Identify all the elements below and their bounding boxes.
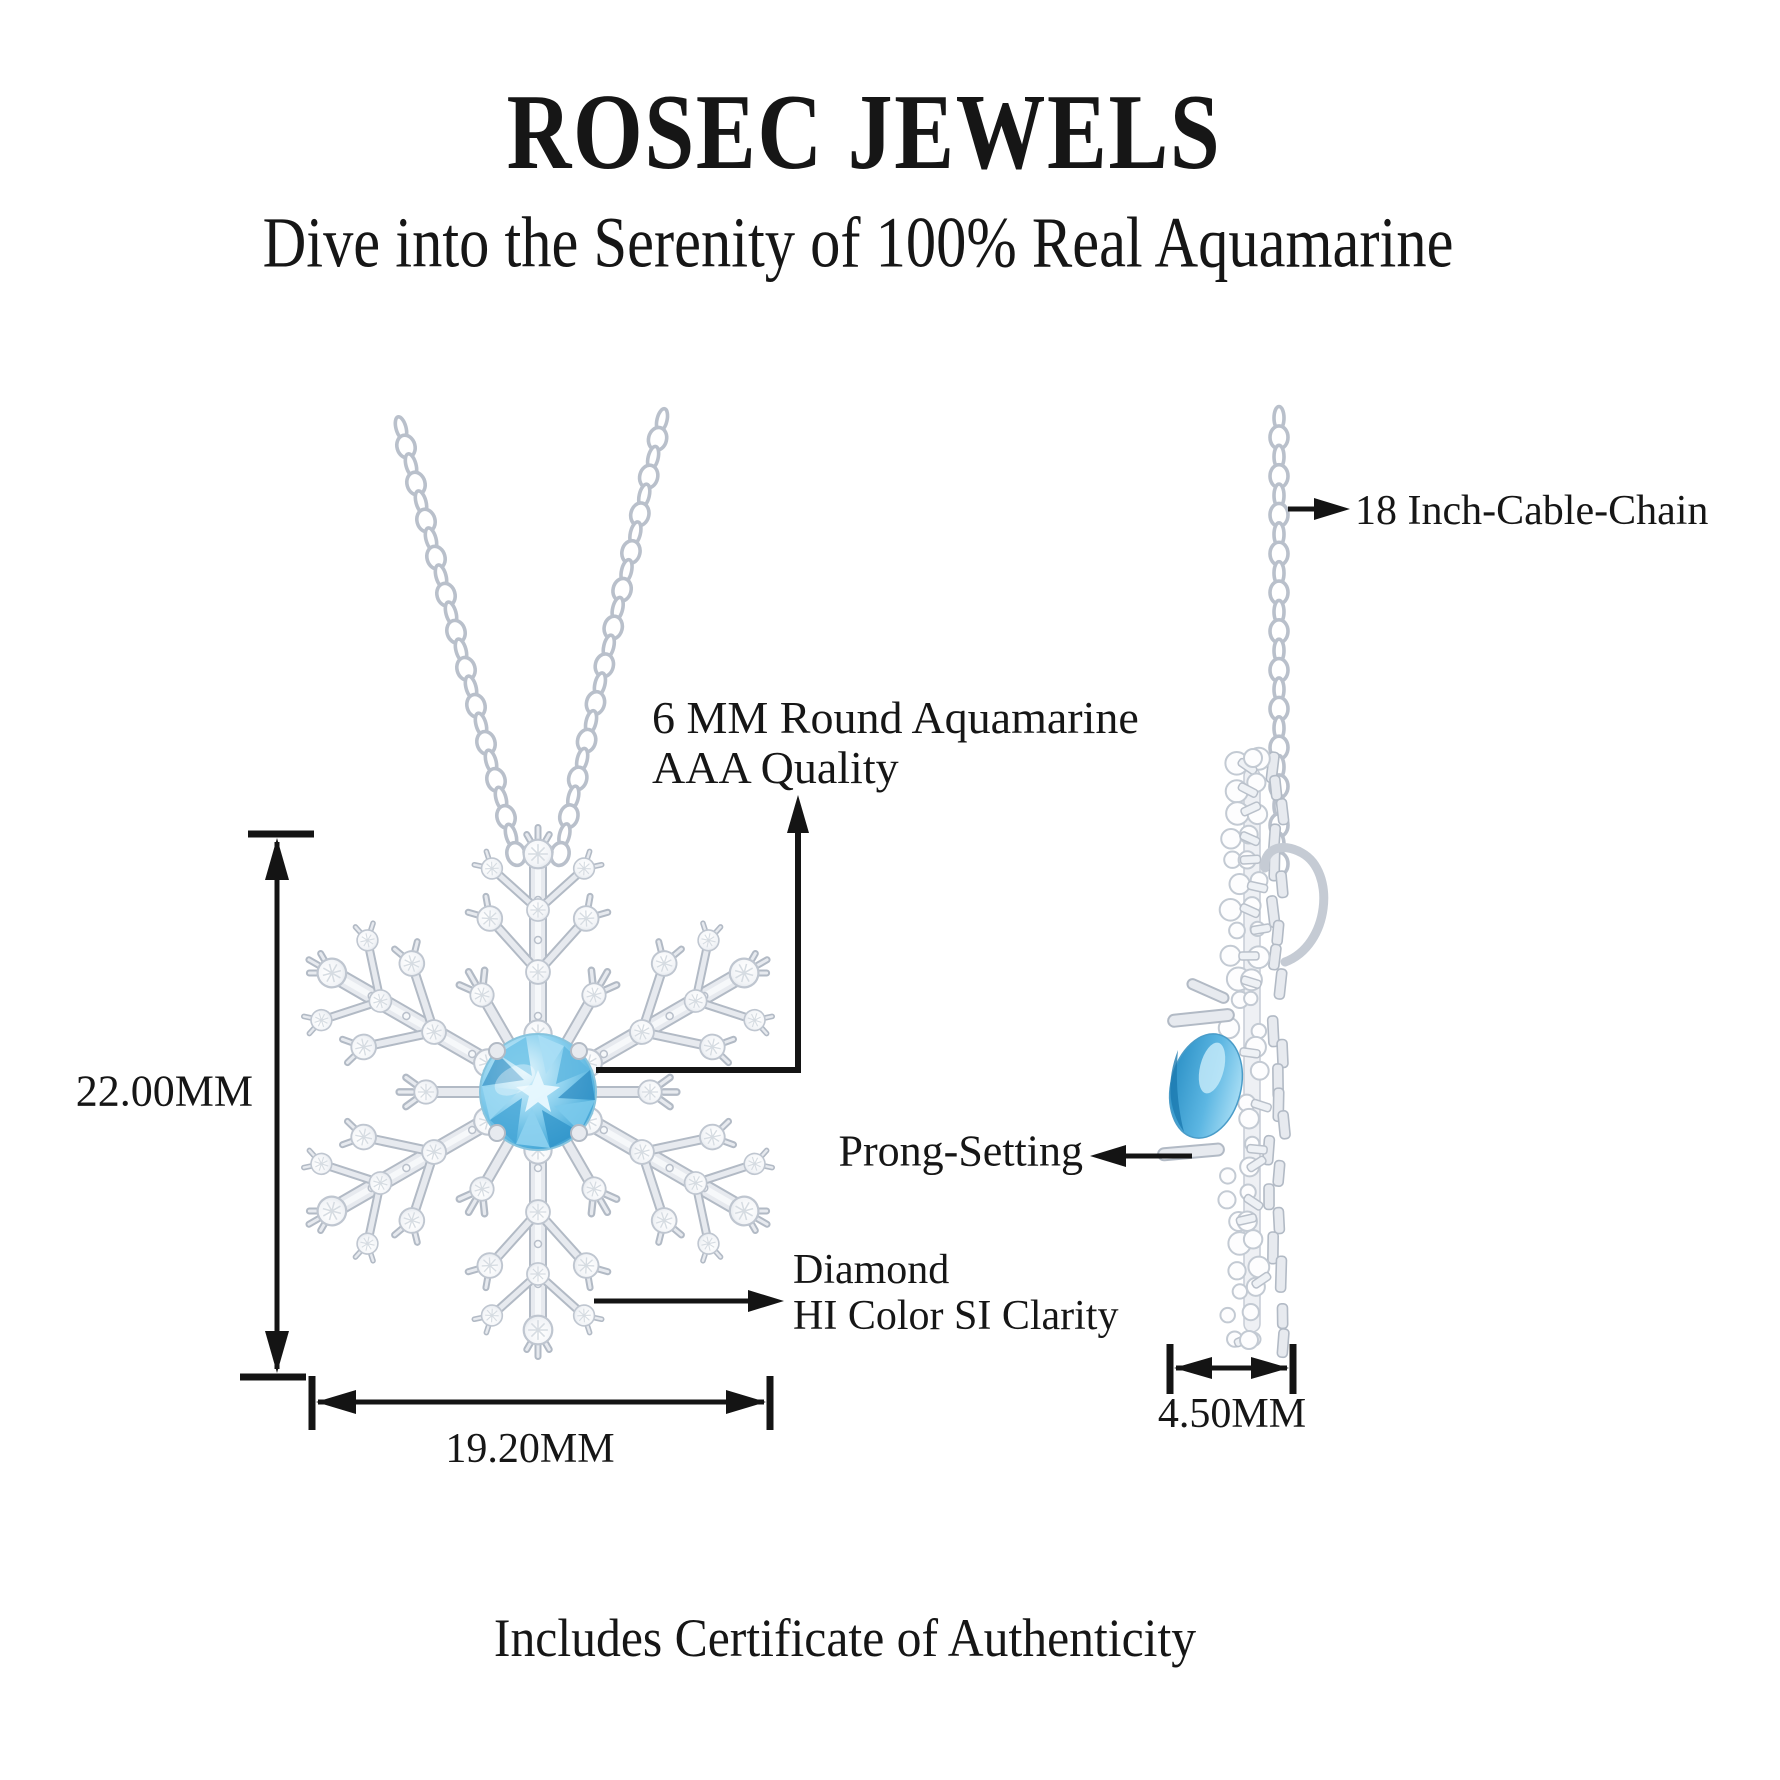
snowflake-pendant-side [1157, 746, 1329, 1359]
prong-setting-label: Prong-Setting [838, 1126, 1083, 1176]
center-stone-label-line2: AAA Quality [652, 741, 899, 793]
chain-callout-arrow [1288, 498, 1350, 520]
height-dimension-line [240, 830, 314, 1381]
prong-tip [570, 1124, 588, 1142]
width-dimension-value: 19.20MM [445, 1426, 615, 1472]
center-stone-label: 6 MM Round Aquamarine AAA Quality [652, 693, 1139, 792]
prong-tip [488, 1042, 506, 1060]
width-dimension-line [308, 1376, 774, 1430]
prong-bar-upper [1186, 978, 1230, 1004]
aquamarine-center-stone [479, 1033, 597, 1151]
aquamarine-side-stone [1168, 1033, 1244, 1139]
diamond-label: Diamond HI Color SI Clarity [793, 1247, 1118, 1339]
tagline: Dive into the Serenity of 100% Real Aqua… [262, 202, 1454, 283]
prong-bar-top [1167, 1008, 1235, 1028]
depth-dimension-value: 4.50MM [1157, 1391, 1307, 1437]
prong-tip [570, 1042, 588, 1060]
prong-tip [488, 1124, 506, 1142]
center-stone-callout-line [596, 795, 809, 1073]
height-dimension-value: 22.00MM [75, 1066, 253, 1116]
depth-dimension-line [1166, 1344, 1297, 1394]
diamond-label-line1: Diamond [793, 1247, 950, 1293]
snowflake-pendant-front [269, 825, 806, 1359]
prong-callout-arrow [1090, 1145, 1192, 1167]
brand-title: ROSEC JEWELS [506, 73, 1222, 192]
pendant-bail-side [1260, 843, 1329, 967]
certificate-note: Includes Certificate of Authenticity [493, 1608, 1197, 1668]
cable-chain-side [1268, 404, 1290, 878]
cable-chain-front [393, 406, 670, 868]
diamond-label-line2: HI Color SI Clarity [793, 1293, 1119, 1340]
diamond-callout-arrow [594, 1290, 784, 1312]
chain-length-label: 18 Inch-Cable-Chain [1355, 488, 1709, 534]
center-stone-label-line1: 6 MM Round Aquamarine [652, 692, 1139, 743]
